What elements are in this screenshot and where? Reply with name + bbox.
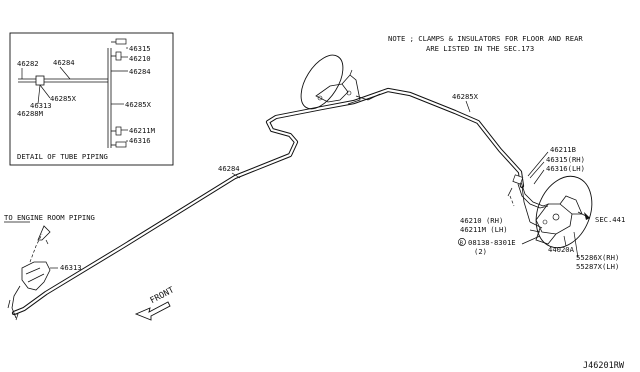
booster-outline (300, 54, 344, 110)
label-44020a: 44020A (548, 245, 575, 254)
detail-label-46316: 46316 (129, 136, 151, 145)
detail-box: 46282 46284 46315 46210 46284 46285X 463… (9, 32, 174, 166)
label-front: FRONT (149, 285, 176, 306)
front-connection (4, 221, 58, 321)
hose-fitting (512, 174, 524, 185)
detail-label-46284: 46284 (53, 58, 75, 67)
bolt-symbol-icon (458, 238, 466, 246)
detail-label-46288m: 46288M (17, 109, 44, 118)
detail-label-46210: 46210 (129, 54, 151, 63)
label-46211b: 46211B (550, 145, 576, 154)
label-46313: 46313 (60, 263, 82, 272)
detail-fitting-top (115, 38, 127, 45)
main-brake-tube (11, 87, 531, 316)
detail-label-46285x-b: 46285X (125, 100, 152, 109)
label-46285x: 46285X (452, 92, 479, 101)
detail-fitting-bottom (115, 141, 127, 148)
detail-fitting-3 (115, 126, 122, 136)
front-arrow-icon (134, 301, 171, 321)
detail-label-46315: 46315 (129, 44, 151, 53)
rear-caliper (535, 203, 573, 235)
label-46316lh: 46316(LH) (546, 164, 585, 173)
detail-label-46313: 46313 (30, 101, 52, 110)
label-bolt-qty: (2) (474, 247, 487, 256)
label-46284: 46284 (218, 164, 240, 173)
label-bolt: 08138-8301E (468, 238, 516, 247)
detail-label-46285x: 46285X (50, 94, 77, 103)
detail-box-frame (9, 32, 174, 166)
label-46315rh: 46315(RH) (546, 155, 585, 164)
label-46210rh: 46210 (RH) (460, 216, 503, 225)
detail-label-46282: 46282 (17, 59, 39, 68)
label-55286x: 55286X(RH) (576, 253, 619, 262)
detail-junction (35, 75, 45, 86)
label-to-engine-room: TO ENGINE ROOM PIPING (4, 213, 95, 222)
detail-box-title: DETAIL OF TUBE PIPING (17, 152, 108, 161)
label-55287x: 55287X(LH) (576, 262, 619, 271)
diagram-code: J46201RW (583, 361, 625, 371)
master-cylinder-body (315, 83, 349, 103)
label-46211mlh: 46211M (LH) (460, 225, 508, 234)
rear-brake-assembly (507, 151, 593, 259)
detail-fitting-2 (115, 51, 122, 61)
master-cylinder-assembly (300, 54, 381, 110)
note-line-1: NOTE ; CLAMPS & INSULATORS FOR FLOOR AND… (388, 34, 583, 43)
front-block (21, 261, 51, 291)
detail-label-46284-b: 46284 (129, 67, 151, 76)
rear-rotor-outline (535, 175, 593, 249)
label-sec441: SEC.441 (595, 215, 625, 224)
front-arrow (134, 301, 171, 321)
detail-label-46211m: 46211M (129, 126, 156, 135)
note-line-2: ARE LISTED IN THE SEC.173 (426, 44, 534, 53)
bolt-symbol: B (460, 241, 464, 247)
